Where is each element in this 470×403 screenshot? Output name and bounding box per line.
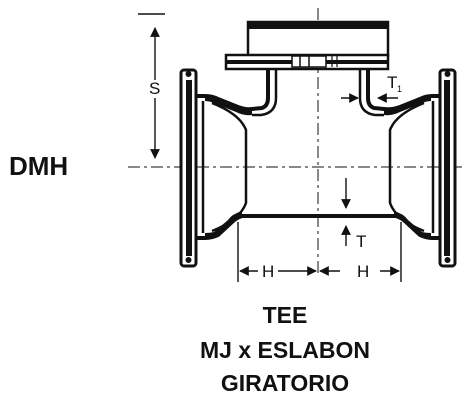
dimension-s-label: S (149, 79, 160, 98)
tee-wall-fill (205, 96, 431, 238)
caption-line-1: TEE (262, 302, 308, 328)
dimension-t-label: T (356, 232, 366, 251)
dimension-t1-subscript: 1 (397, 84, 402, 94)
dimension-h (237, 222, 402, 282)
product-code-label: DMH (9, 151, 68, 181)
dimension-h-left-label: H (262, 262, 274, 281)
caption-line-2: MJ x ESLABON (200, 337, 370, 363)
right-mj-flange (438, 68, 457, 268)
dimension-t1-label: T (387, 73, 397, 92)
left-mj-flange (179, 68, 198, 268)
dimension-h-right-label: H (357, 262, 369, 281)
dimension-s (138, 13, 165, 159)
swivel-flange (224, 20, 390, 71)
caption-line-3: GIRATORIO (220, 370, 350, 396)
